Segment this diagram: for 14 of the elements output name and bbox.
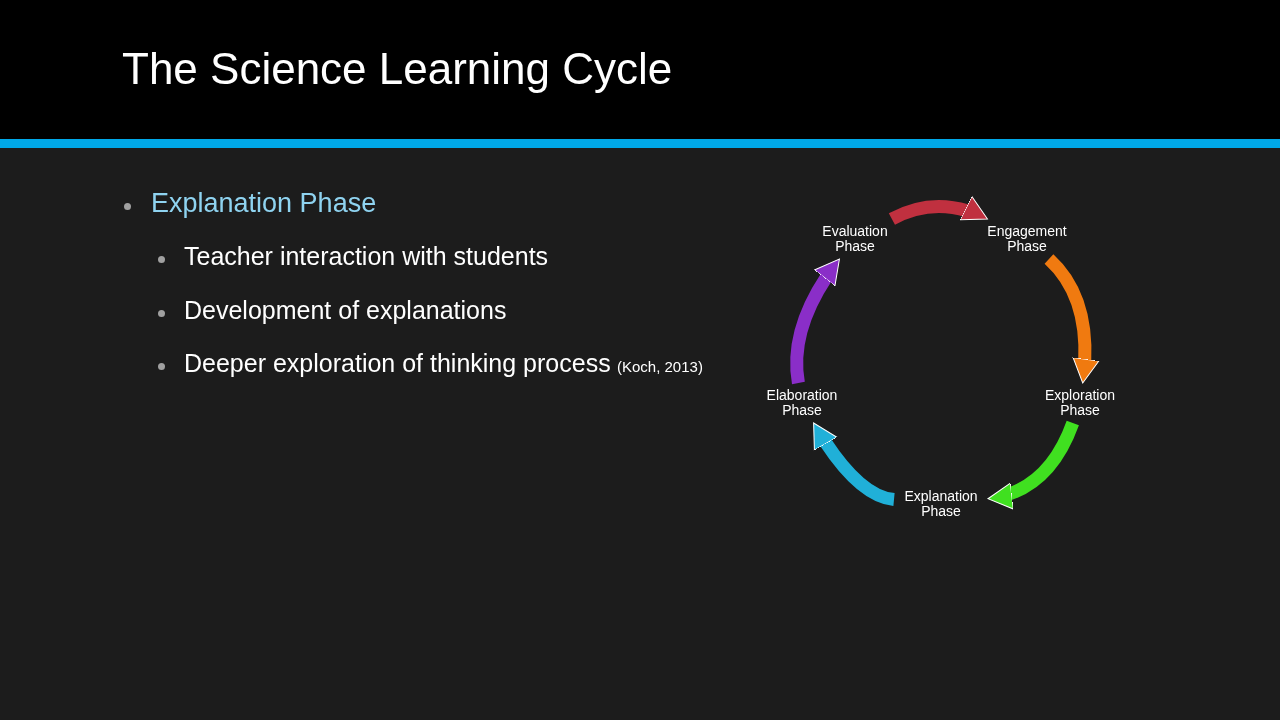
- bullet-heading: Explanation Phase: [151, 188, 377, 219]
- citation: (Koch, 2013): [617, 358, 703, 375]
- curved-arrow: [889, 196, 991, 225]
- bullet-text: Deeper exploration of thinking process: [184, 349, 611, 378]
- bullet-text: Teacher interaction with students: [184, 242, 549, 271]
- phase-label: Evaluation Phase: [813, 224, 897, 254]
- curved-arrow: [1044, 254, 1099, 384]
- phase-label: Elaboration Phase: [760, 388, 844, 418]
- slide-title: The Science Learning Cycle: [122, 44, 673, 94]
- curved-arrow: [987, 420, 1079, 509]
- phase-label: Engagement Phase: [985, 224, 1069, 254]
- phase-label: Explanation Phase: [899, 489, 983, 519]
- bullet-text: Development of explanations: [184, 296, 507, 325]
- phase-label: Exploration Phase: [1038, 388, 1122, 418]
